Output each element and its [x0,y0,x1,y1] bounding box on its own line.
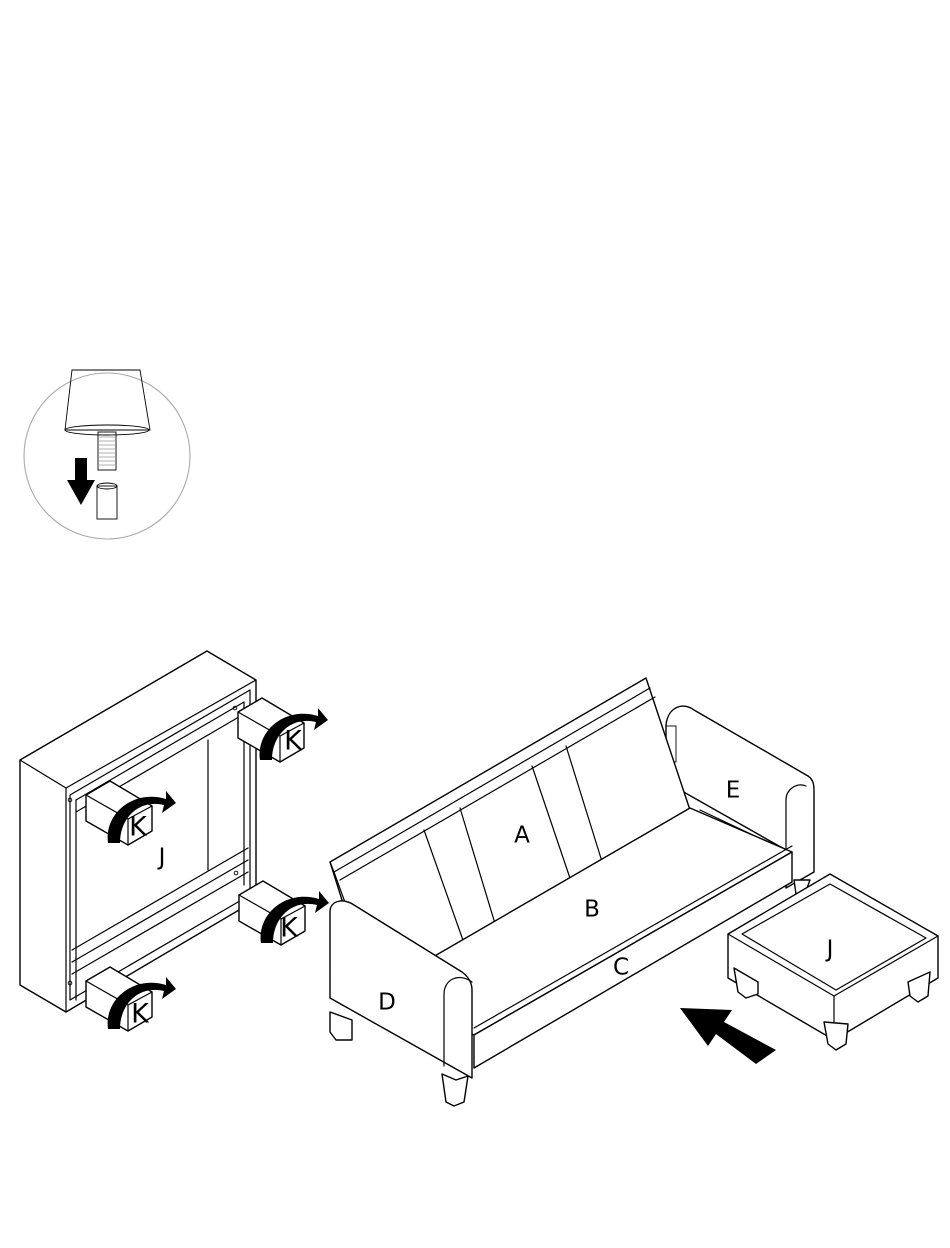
leg-k-mid-right: K [239,881,329,945]
frame-label-j: J [157,845,166,871]
leg-label-k: K [280,913,299,944]
label-d: D [378,990,396,1016]
push-arrow-icon [680,1008,776,1064]
label-b: B [584,897,600,923]
leg-label-k: K [131,999,150,1030]
leg-k-bottom-left: K [86,967,176,1031]
leg-insertion-detail [24,370,190,539]
leg-label-k: K [284,726,303,757]
label-a: A [514,823,530,849]
label-c: C [613,955,629,981]
leg-label-k: K [129,812,148,843]
ottoman-label-j: J [825,937,834,963]
label-e: E [726,778,741,804]
